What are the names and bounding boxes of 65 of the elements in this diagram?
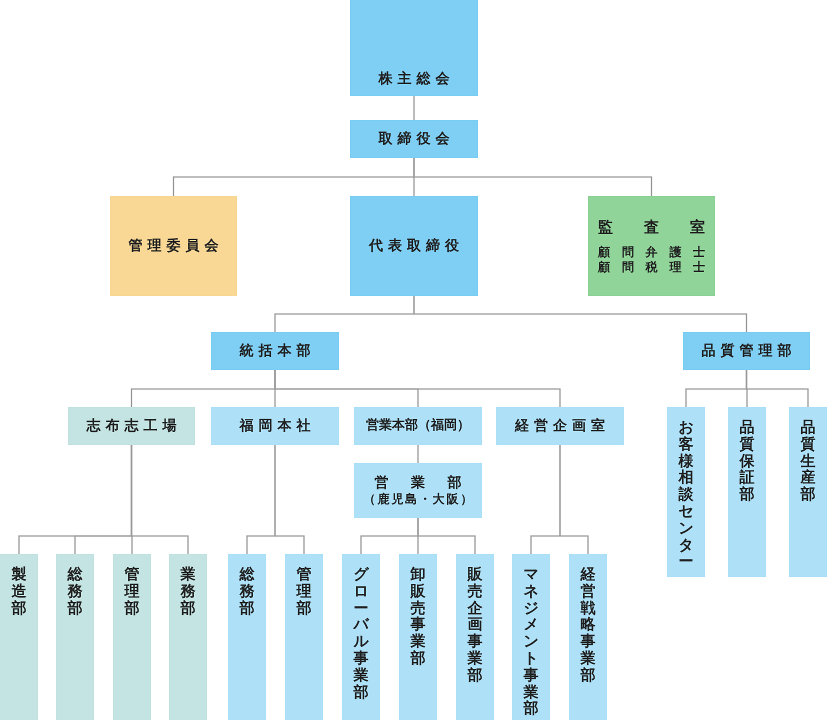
connector-line (417, 518, 476, 554)
org-box (789, 407, 827, 577)
org-box (456, 554, 494, 720)
connector-line (274, 445, 305, 554)
connector-line (130, 445, 189, 554)
org-box (342, 554, 380, 720)
unit-name: 総務部 (240, 566, 254, 616)
org-box (569, 554, 607, 720)
unit-name: 営業本部（福岡） (366, 418, 470, 434)
org-box (211, 407, 339, 445)
unit-name: 総務部 (68, 566, 82, 616)
connector-line (274, 370, 561, 407)
unit-name: 品質生産部 (800, 419, 816, 503)
connector-line (417, 445, 419, 463)
org-box (350, 196, 478, 296)
unit-name: 管理部 (124, 566, 140, 616)
unit-name: 経営企画室 (515, 416, 610, 436)
org-box (512, 554, 550, 720)
unit-name: 営業部 (374, 474, 484, 492)
org-box (113, 554, 151, 720)
org-box (354, 407, 482, 445)
org-box (0, 554, 38, 720)
unit-name: マネジメント事業部 (524, 566, 538, 718)
org-box (68, 407, 195, 445)
org-box (56, 554, 94, 720)
unit-name: 代表取締役 (369, 236, 464, 256)
connector-line (746, 370, 809, 407)
unit-name: お客様相談センター (678, 419, 694, 570)
org-box (228, 554, 266, 720)
unit-name: 販売企画事業部 (468, 566, 482, 684)
org-box (350, 120, 478, 158)
org-box (683, 332, 810, 370)
unit-name: グローバル事業部 (354, 566, 368, 700)
org-box (285, 554, 323, 720)
unit-name: 経営戦略事業部 (580, 566, 596, 684)
org-box (354, 463, 482, 518)
unit-name: 監査室 (598, 218, 705, 238)
org-box (211, 332, 339, 370)
unit-name: 福岡本社 (240, 416, 316, 436)
unit-name: 管理委員会 (128, 236, 224, 256)
unit-name: 顧問税理士 (598, 260, 705, 274)
unit-name: 品質保証部 (740, 419, 754, 503)
connector-line (559, 445, 589, 554)
unit-name: （鹿児島・大阪） (364, 492, 474, 508)
connector-line (413, 96, 415, 120)
org-box (169, 554, 207, 720)
org-box (350, 0, 478, 96)
connector-line (413, 296, 748, 332)
unit-name: 卸販売事業部 (410, 566, 426, 667)
org-box (588, 196, 715, 296)
unit-name: 株主総会 (378, 70, 454, 88)
connector-line (413, 158, 652, 196)
org-box (667, 407, 705, 577)
unit-name: 業務部 (180, 566, 196, 616)
org-box (728, 407, 766, 577)
unit-name: 製造部 (12, 566, 26, 616)
org-box (399, 554, 437, 720)
unit-name: 管理部 (296, 566, 312, 616)
unit-name: 志布志工場 (86, 416, 182, 436)
unit-name: 品質管理部 (702, 342, 796, 360)
unit-name: 統括本部 (240, 342, 316, 360)
org-box (496, 407, 624, 445)
org-box (110, 196, 237, 296)
unit-name: 取締役会 (378, 130, 454, 148)
unit-name: 顧問弁護士 (598, 245, 705, 260)
